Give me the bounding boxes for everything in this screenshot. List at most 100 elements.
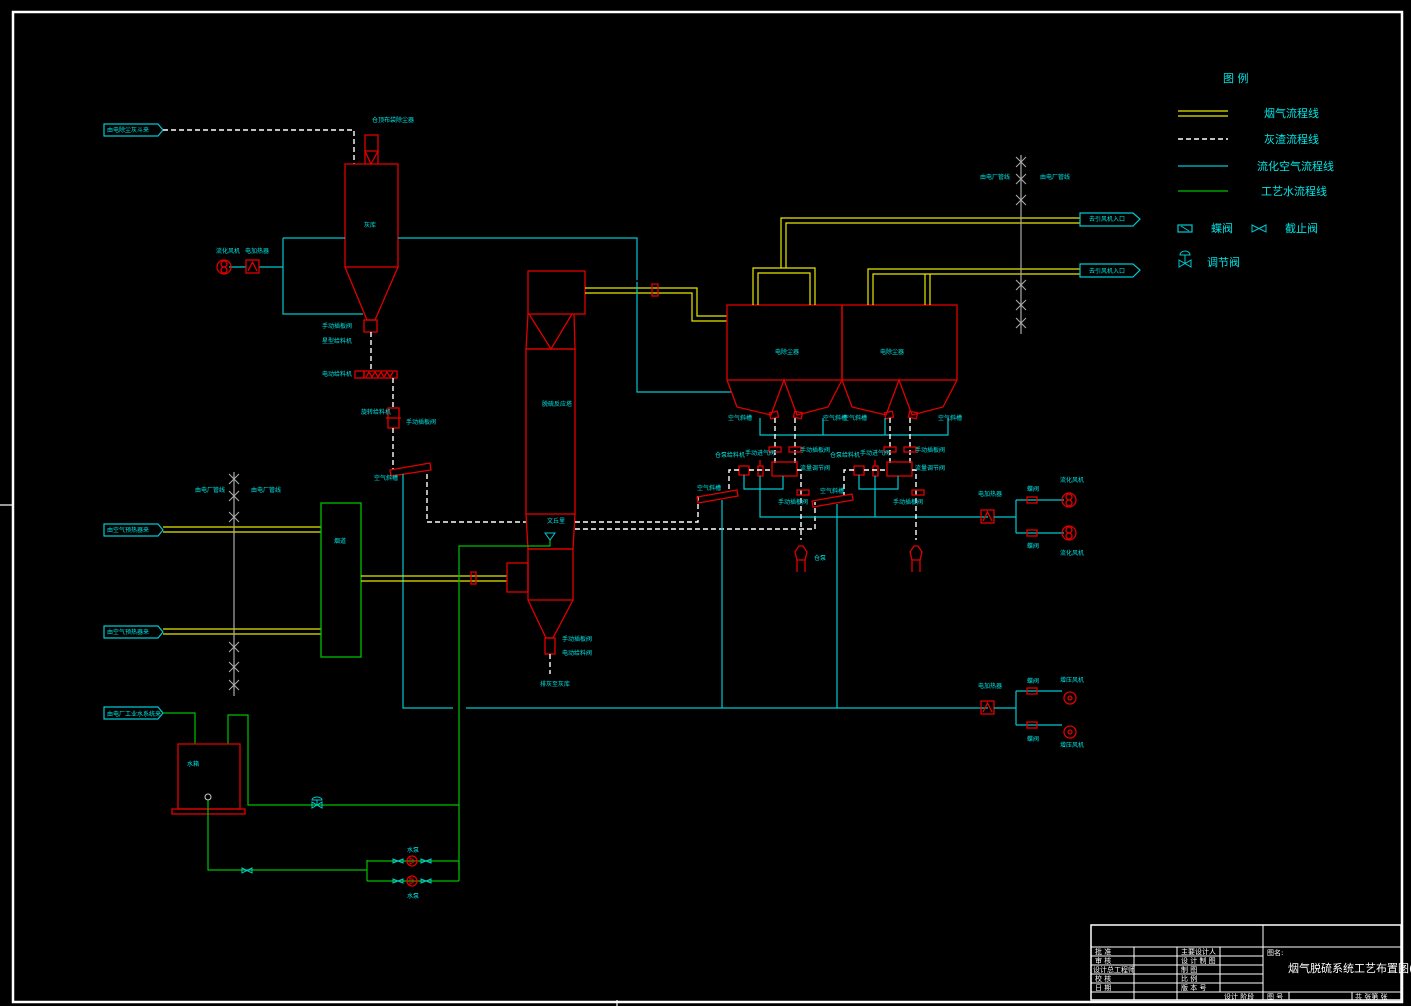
boundary-label-1: 由电厂管线 [195,486,225,494]
flue-line-to-esp-a [585,287,727,317]
flue-outlet-label-2: 去引风机入口 [1089,267,1125,275]
valve-label-b4: 蝶阀 [1027,735,1039,743]
valve-label-a2: 手动进气阀 [860,449,890,457]
fan-label-1: 流化风机 [1060,476,1084,484]
esp-label-2: 电除尘器 [880,348,904,356]
valve-label-b1: 蝶阀 [1027,485,1039,493]
globe-valve-icon [1251,224,1267,233]
legend-label-process-water: 工艺水流程线 [1261,184,1327,198]
heater-label-3: 电加热器 [978,682,1002,690]
silo-fan-label: 流化风机 [216,247,240,255]
air-line-slide-1 [402,474,453,709]
butterfly-valve-icon [1177,224,1193,233]
slide-label-a3: 空气斜槽 [843,414,867,422]
fan-label-2: 流化风机 [1060,549,1084,557]
pump-1-icon [392,855,432,867]
ash-inlet-label: 由电除尘灰斗来 [107,126,149,134]
ash-silo [344,163,399,333]
legend-title: 图 例 [1223,71,1249,85]
legend-label-fluidizing-air: 流化空气流程线 [1257,159,1334,173]
blower-label-1: 增压风机 [1060,676,1084,684]
screw-conveyor-label: 电动给料机 [322,370,352,378]
air-line-silo-bottom [282,238,363,315]
ash-recirc-line-1 [575,496,699,523]
slide-label-a2: 空气斜槽 [823,414,847,422]
tb-scale: 比 例 [1181,974,1197,983]
flue-outlet-tag-2: 去引风机入口 [1079,263,1141,278]
flow-label-a2: 流量调节阀 [915,464,945,472]
flue-line-to-esp-b [585,292,727,322]
manual-gate-label-1: 手动插板阀 [322,322,352,330]
ash-silo-label: 灰库 [364,221,376,229]
flue-inlet-label-2: 由空气预热器来 [107,628,149,636]
boundary-label-3: 由电厂管线 [980,173,1010,181]
flue-outlet-label-1: 去引风机入口 [1089,215,1125,223]
water-inlet-tag: 由电厂工业水系统来 [103,706,164,720]
water-line-absorber [458,540,551,870]
flue-outlet-esp1-b [757,272,811,305]
boundary-label-2: 由电厂管线 [251,486,281,494]
gate-label-a3: 手动插板阀 [778,498,808,506]
water-line-to-pumps [207,800,367,871]
tb-drawing-name-label: 图名: [1267,948,1283,957]
gate-label-a2: 手动插板阀 [915,446,945,454]
heater-label-1: 电加热器 [245,247,269,255]
feeder-label-a2: 仓泵给料机 [830,451,860,459]
valve-label-a1: 手动进气阀 [745,449,775,457]
tb-drawing-no: 图 号 [1267,993,1283,1001]
valve-label-b2: 蝶阀 [1027,542,1039,550]
flue-line-out-2a [867,268,1080,305]
esp-label-1: 电除尘器 [775,348,799,356]
legend-label-globe-valve: 截止阀 [1285,221,1318,235]
outer-frame [11,10,1404,1004]
pump-tank-2 [909,545,923,572]
flue-line-out-1b [785,222,1080,268]
valve-label-b3: 蝶阀 [1027,677,1039,685]
air-line-esp-hopper [636,282,731,393]
tb-stage: 设计 阶段 [1224,992,1254,1001]
globe-valve-icon [241,867,253,874]
control-valve-icon [1178,250,1192,268]
air-slide-1 [389,462,432,477]
esp1-ash-group [696,418,988,708]
gate-label-a4: 手动插板阀 [893,498,923,506]
tb-date: 日 期 [1095,984,1111,992]
legend-label-flue-gas: 烟气流程线 [1264,106,1319,120]
control-valve-icon [311,796,323,809]
flue-inlet-tag-1: 由空气预热器来 [103,523,164,537]
ash-line-to-silo [163,129,355,164]
manual-gate-label-3: 手动插板阀 [562,635,592,643]
boundary-label-4: 由电厂管线 [1040,173,1070,181]
air-line-silo-top [398,237,638,280]
pump-label-1: 水泵 [407,846,419,854]
rotary-feeder-label-2: 电动给料阀 [562,649,592,657]
pump-label-2: 水泵 [407,892,419,900]
silo-fan-icon [216,259,232,275]
legend-label-ash: 灰渣流程线 [1264,132,1319,146]
venturi-label: 文丘里 [547,517,565,525]
fan-group-upper [980,492,1077,541]
mixer-box-label: 烟道 [334,537,346,545]
water-tank-label: 水箱 [187,760,199,768]
legend: 图 例 烟气流程线 灰渣流程线 流化空气流程线 工艺水流程线 蝶阀 截止阀 调节… [1177,71,1334,269]
screw-conveyor [354,370,398,379]
esp-2 [841,304,958,420]
flue-damper-2 [651,283,659,297]
esp2-ash-group [811,418,925,708]
water-line-in [163,712,196,744]
flue-line-out-2b [872,273,1080,305]
ash-recirc-line-2 [575,502,816,530]
drawing-title: 烟气脱硫系统工艺布置图(方案二) [1288,961,1411,975]
heater-label-2: 电加热器 [978,490,1002,498]
flue-damper-1 [470,571,477,585]
absorber-label: 脱硫反应塔 [542,400,572,408]
battery-limit-marks-left [228,473,240,691]
nozzle-icon [544,532,556,541]
pump-2-icon [392,875,432,887]
flue-mixer-box [320,502,362,658]
water-inlet-label: 由电厂工业水系统来 [107,710,161,718]
absorber-tower [506,270,586,655]
water-line-return [227,714,459,806]
tb-review: 审 核 [1095,956,1111,965]
